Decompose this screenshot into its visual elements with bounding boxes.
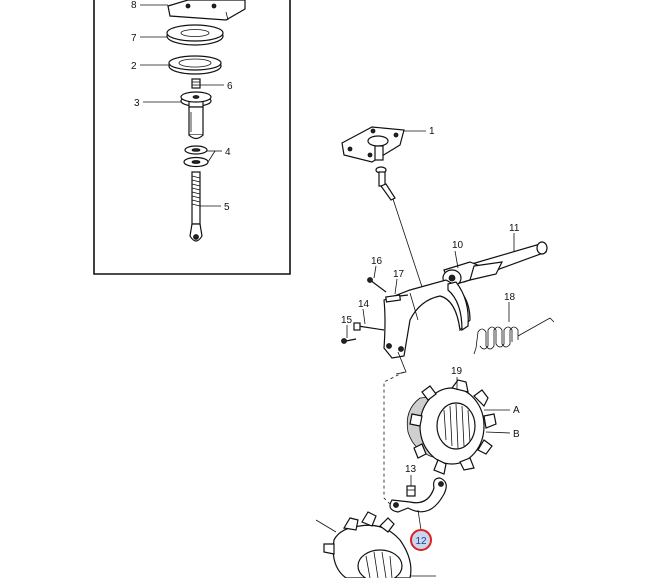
inset-part-4-washers [183, 145, 209, 168]
part-15-screw [341, 338, 357, 344]
callout-12[interactable]: 12 [415, 536, 427, 547]
callout-16: 16 [371, 256, 383, 267]
callout-17: 17 [393, 269, 405, 280]
part-18-spring [473, 317, 555, 355]
bottom-gear [315, 511, 436, 578]
callout-7: 7 [131, 33, 137, 44]
callout-10: 10 [452, 240, 464, 251]
callout-4: 4 [225, 147, 231, 158]
part-19-synchro-hub [406, 379, 497, 475]
inset-part-6-nipple [191, 78, 201, 89]
callout-2: 2 [131, 61, 137, 72]
callout-18: 18 [504, 292, 516, 303]
callout-6: 6 [227, 81, 233, 92]
callout-A: A [513, 405, 520, 416]
callout-B: B [513, 429, 520, 440]
shift-fork [383, 279, 471, 375]
alignment-guide-line [383, 371, 405, 505]
highlighted-callout-12[interactable]: 12 [410, 529, 432, 551]
inset-detail-panel: 8 7 2 6 3 4 5 [93, 0, 291, 275]
inset-part-3-pin [180, 91, 212, 140]
callout-1: 1 [429, 126, 435, 137]
callout-15: 15 [341, 315, 353, 326]
inset-part-2-ring [168, 55, 222, 75]
callout-13: 13 [405, 464, 417, 475]
hub-teeth [409, 379, 497, 475]
part-14-bolt [353, 322, 385, 331]
part-17-bolt [385, 294, 409, 303]
callout-3: 3 [134, 98, 140, 109]
callout-8: 8 [131, 0, 137, 11]
callout-14: 14 [358, 299, 370, 310]
callout-5: 5 [224, 202, 230, 213]
part-16-screw [367, 277, 387, 293]
part-10-lever [442, 261, 504, 287]
inset-part-7-seal [166, 24, 224, 46]
part-13-screw [406, 485, 416, 497]
part-1-flange [341, 126, 405, 201]
callout-11: 11 [509, 223, 520, 234]
inset-part-8-plate [167, 0, 246, 21]
callout-19: 19 [451, 366, 463, 377]
inset-part-5-rod [189, 171, 203, 242]
part-12-retaining-clip [389, 477, 447, 513]
